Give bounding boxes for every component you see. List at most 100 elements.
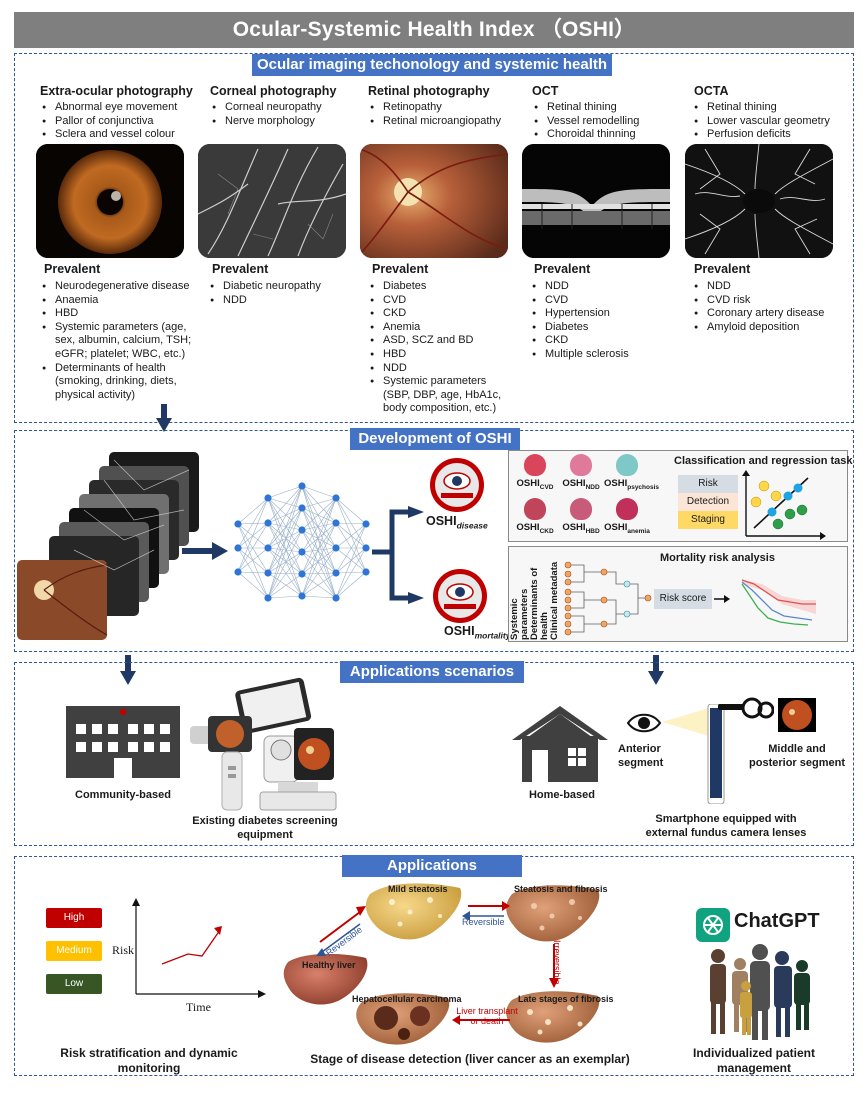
prevalent-list-corneal: Diabetic neuropathy NDD [208,280,358,307]
organ-item: OSHIanemia [604,498,650,535]
transplant-label: Liver transplant or death [456,1006,518,1026]
organ-label: OSHICKD [516,522,554,535]
network-node [234,568,242,576]
community-label: Community-based [75,789,171,801]
feature-item: Retinal thining [692,101,847,115]
home-house-icon [512,706,608,782]
caption-management: Individualized patient management [692,1046,815,1075]
feature-item: Retinal microangiopathy [368,115,518,129]
chatgpt-label: ChatGPT [734,910,820,932]
oshi-text: OSHI [444,624,475,638]
network-node [362,544,370,552]
network-node [298,570,306,578]
network-node [332,544,340,552]
network-node [298,592,306,600]
organ-icon [616,498,638,520]
feature-item: Retinal thining [532,101,682,115]
anterior-label: Anterior segment [618,743,664,769]
prevalent-item: Determinants of health (smoking, drinkin… [40,362,200,403]
prevalent-item: Anemia [368,321,516,335]
oshi-subscript: disease [456,520,488,531]
network-node [332,594,340,602]
eye-icon [626,713,662,733]
prevalent-list-extraocular: Neurodegenerative disease Anaemia HBD Sy… [40,280,200,402]
section-label-development: Development of OSHI [350,428,520,450]
prevalent-heading: Prevalent [534,262,591,276]
column-title-extraocular: Extra-ocular photography [40,84,193,98]
time-axis-label: Time [186,1000,211,1014]
network-node [234,544,242,552]
posterior-label: Middle and posterior segment [749,743,845,769]
feature-item: Pallor of conjunctiva [40,115,200,129]
imaging-panel [14,53,854,423]
risk-score-box: Risk score [654,589,712,609]
prevalent-item: CVD [530,294,680,308]
corneal-nerve-image [198,144,346,258]
prevalent-list-octa: NDD CVD risk Coronary artery disease Amy… [692,280,847,334]
tablet-device-icon [235,677,312,734]
feature-item: Nerve morphology [210,115,360,129]
mortality-inputs-label: Systemic parameters Determinants of heal… [509,546,560,640]
down-arrow-icon [156,404,172,432]
fundus-thumbnail-icon [778,698,816,732]
risk-trend-chart [132,898,266,998]
camera-lens-attachment-icon [718,697,774,719]
prevalent-item: Diabetic neuropathy [208,280,358,294]
liver-healthy-label: Healthy liver [302,960,356,970]
regression-plot-icon [742,470,826,540]
right-arrow-icon [182,542,228,560]
risk-level-medium: Medium [46,941,102,961]
handheld-camera-icon [190,716,252,811]
oshi-badge-icon [433,569,487,623]
liver-fibrosis-label: Steatosis and fibrosis [514,884,608,894]
section-label-scenarios: Applications scenarios [340,661,524,683]
organ-icon [524,498,546,520]
organ-icon [524,454,546,476]
prevalent-heading: Prevalent [212,262,269,276]
prevalent-item: Multiple sclerosis [530,348,680,362]
network-node [264,569,272,577]
split-arrow-icon [372,506,424,604]
organ-icon [570,498,592,520]
feature-item: Vessel remodelling [532,115,682,129]
network-node [332,494,340,502]
oshi-text: OSHI [426,514,457,528]
organ-label: OSHIHBD [562,522,600,535]
prevalent-heading: Prevalent [694,262,751,276]
column-features-octa: Retinal thining Lower vascular geometry … [692,101,847,142]
network-node [298,504,306,512]
section-label-imaging: Ocular imaging techonology and systemic … [252,54,612,76]
network-node [332,569,340,577]
input-determinants: Determinants of health [529,567,550,640]
prevalent-item: CKD [530,334,680,348]
organ-label: OSHICVD [516,478,554,491]
column-features-oct: Retinal thining Vessel remodelling Choro… [532,101,682,142]
oshi-subscript: mortality [474,630,511,641]
organ-label: OSHIpsychosis [604,478,660,491]
retinal-fundus-image [360,144,508,258]
section-label-applications: Applications [342,855,522,877]
image-stack-icon [17,452,199,640]
oshi-mortality-label: OSHImortality [444,624,510,641]
column-title-octa: OCTA [694,84,729,98]
prevalent-item: CVD risk [692,294,847,308]
column-features-retinal: Retinopathy Retinal microangiopathy [368,101,518,128]
smartphone-icon [707,704,725,804]
liver-late-label: Late stages of fibrosis [518,994,614,1004]
organ-item: OSHIHBD [558,498,604,535]
prevalent-item: NDD [692,280,847,294]
smartphone-label: Smartphone equipped with external fundus… [645,813,807,839]
prevalent-item: Neurodegenerative disease [40,280,200,294]
page-title: Ocular-Systemic Health Index （OSHI） [14,12,854,48]
network-node [264,544,272,552]
network-node [298,526,306,534]
network-node [298,548,306,556]
oct-scan-image [522,144,670,258]
feature-item: Sclera and vessel colour [40,128,200,142]
network-node [332,519,340,527]
task-staging: Staging [678,511,738,529]
prevalent-item: NDD [368,362,516,376]
feature-item: Lower vascular geometry [692,115,847,129]
prevalent-item: HBD [40,307,200,321]
